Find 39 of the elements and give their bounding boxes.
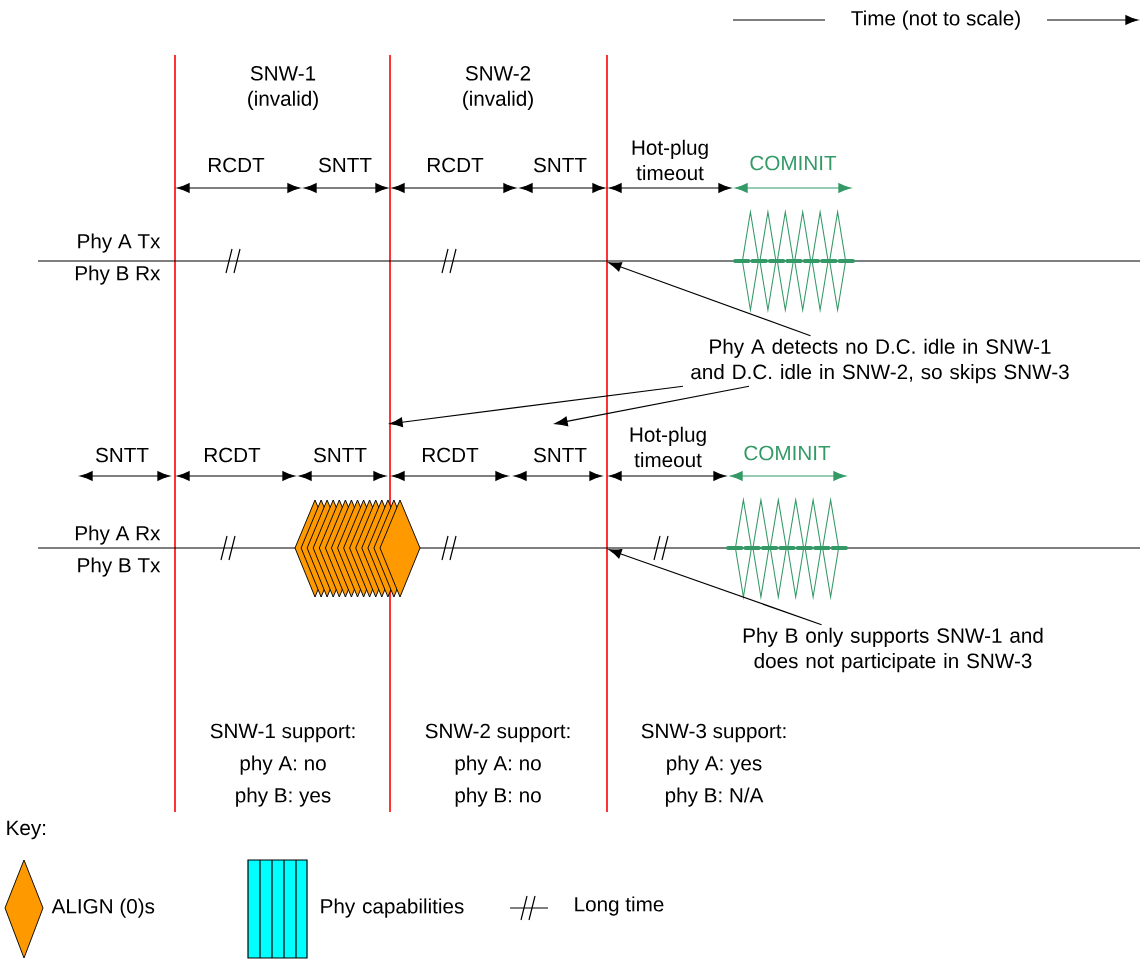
leader-arrow — [608, 549, 823, 626]
window-label: SNW-1 (invalid) — [248, 66, 318, 111]
support-text: phy B: yes — [236, 787, 331, 807]
duration-label: SNTT — [533, 447, 587, 463]
duration-label: Hot-plug timeout — [630, 426, 706, 468]
support-text: phy A: yes — [667, 755, 762, 775]
duration-label: RCDT — [428, 157, 484, 173]
support-text: SNW-2 support: — [425, 723, 570, 743]
legend-label: Phy capabilities — [321, 898, 464, 918]
support-text: SNW-3 support: — [641, 723, 786, 743]
duration-label: RCDT — [423, 447, 479, 463]
axis-label: Time (not to scale) — [849, 9, 1023, 31]
signal-label: Phy A Rx — [75, 525, 161, 545]
duration-label: Hot-plug timeout — [632, 139, 708, 181]
key-heading: Key: — [7, 820, 46, 840]
leader-arrow — [554, 385, 750, 427]
window-label: SNW-2 (invalid) — [463, 66, 533, 111]
signal-label: Phy B Tx — [78, 557, 161, 577]
leader-arrow — [389, 385, 684, 428]
duration-label: SNTT — [313, 447, 367, 463]
duration-label: COMINIT — [744, 445, 831, 461]
legend-label: Long time — [575, 896, 664, 916]
duration-label: SNTT — [533, 157, 587, 173]
annotation-text: Phy B only supports SNW-1 and does not participate in SNW-3 — [743, 627, 1043, 673]
duration-label: RCDT — [205, 447, 261, 463]
duration-label: COMINIT — [750, 155, 837, 171]
support-text: phy A: no — [455, 755, 541, 775]
signal-label: Phy B Rx — [75, 265, 161, 285]
legend-label: ALIGN (0)s — [51, 898, 155, 918]
support-text: phy B: no — [455, 787, 541, 807]
annotation-text: Phy A detects no D.C. idle in SNW-1 and D.C. idle in SNW-2, so skips SNW-3 — [691, 338, 1069, 384]
support-text: SNW-1 support: — [210, 723, 355, 743]
leader-arrow — [608, 262, 812, 337]
signal-label: Phy A Tx — [78, 233, 161, 253]
duration-label: SNTT — [95, 447, 149, 463]
duration-label: RCDT — [209, 157, 265, 173]
support-text: phy A: no — [240, 755, 326, 775]
support-text: phy B: N/A — [665, 787, 764, 807]
duration-label: SNTT — [318, 157, 372, 173]
